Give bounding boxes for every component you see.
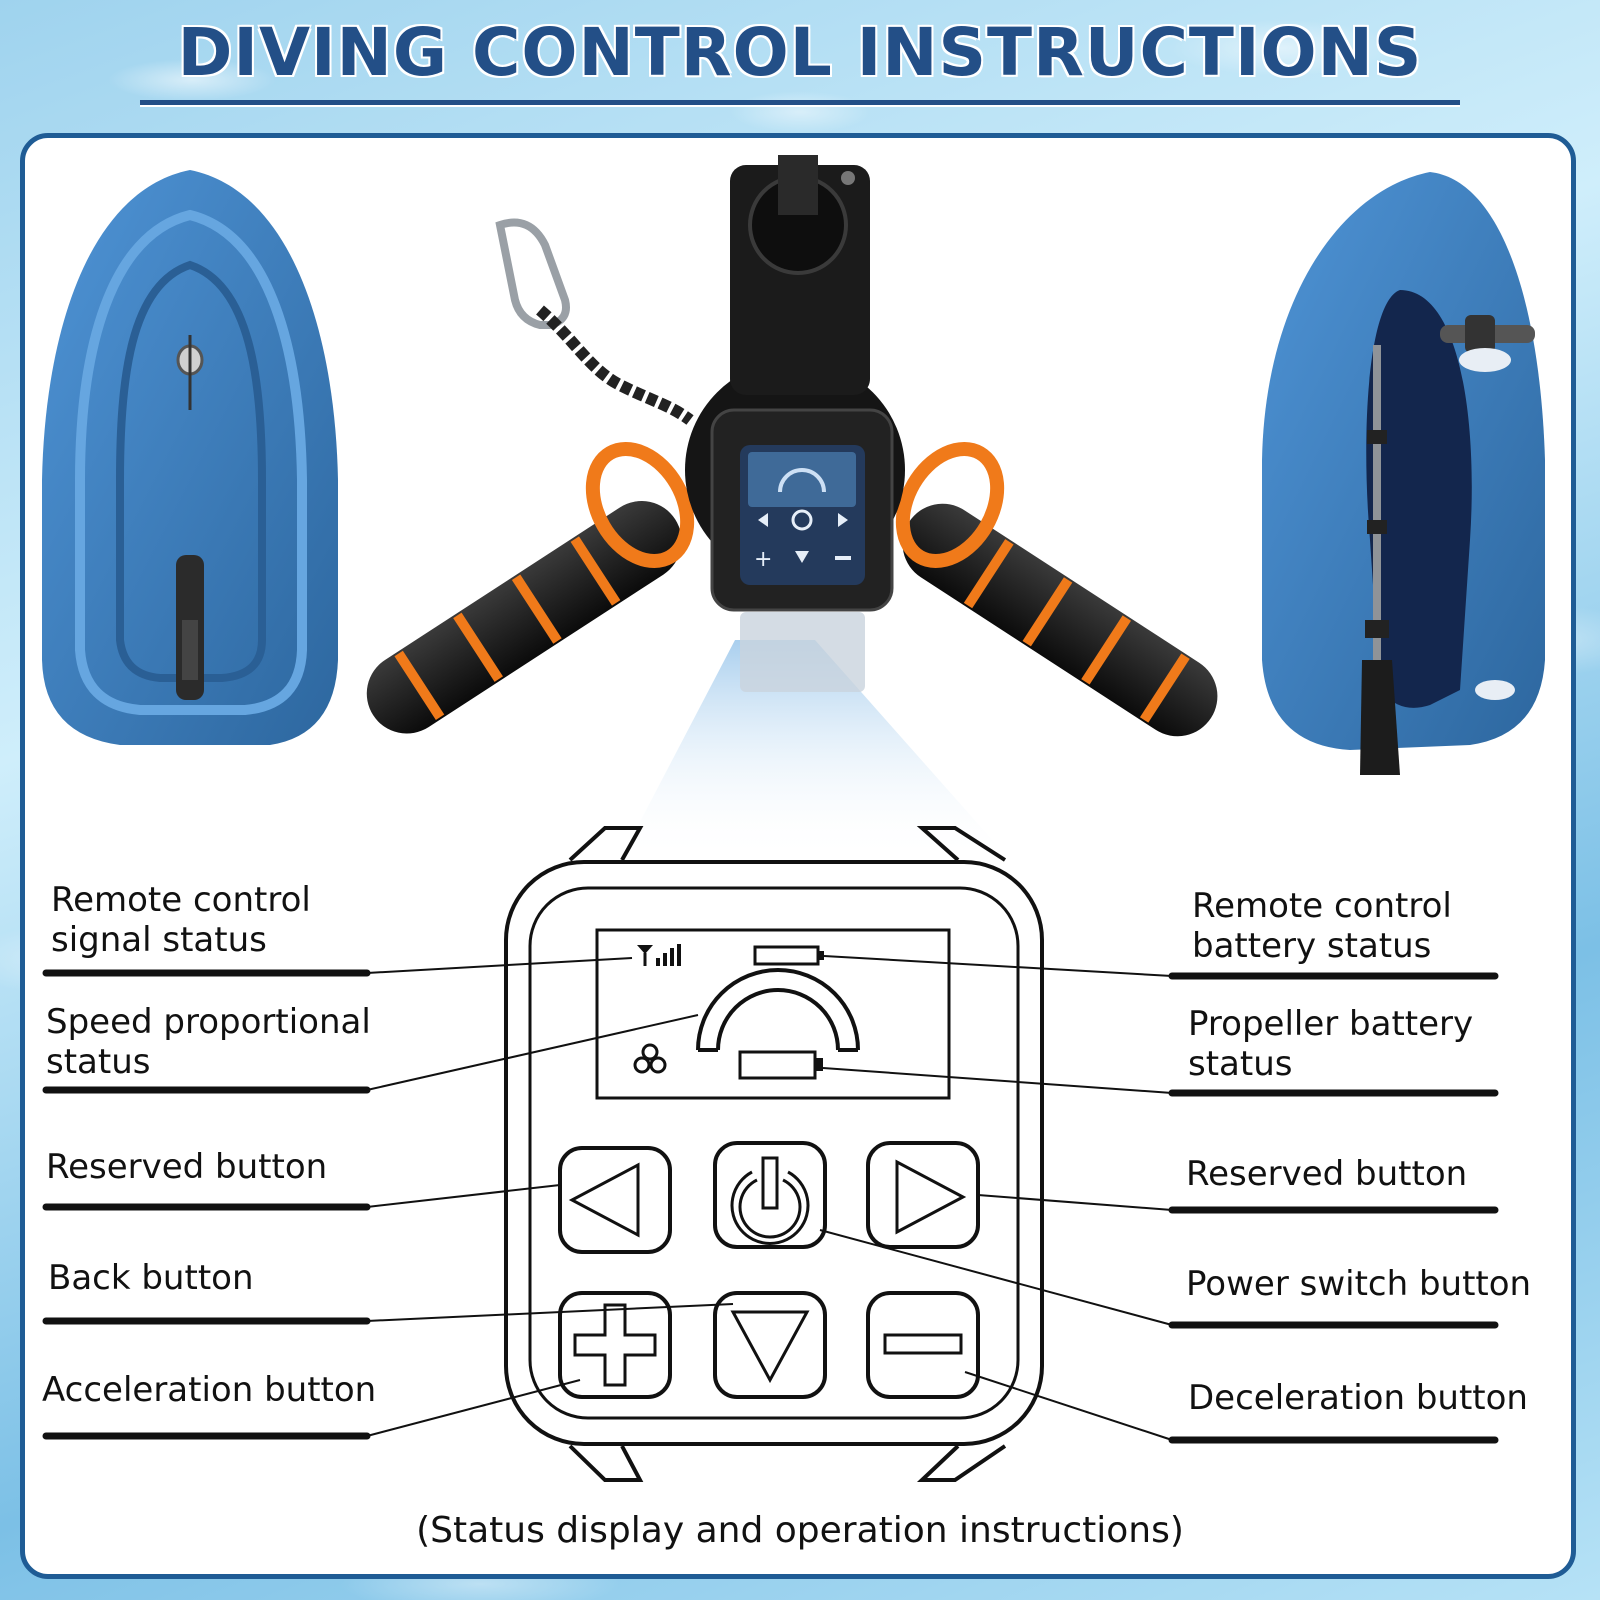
right-arrow-icon [895, 1159, 967, 1235]
label-reserved-right: Reserved button [1186, 1154, 1468, 1194]
left-arrow-button[interactable] [558, 1146, 672, 1254]
minus-icon [883, 1333, 963, 1355]
label-remote-signal-line1: Remote control [51, 880, 311, 920]
battery-icon [753, 945, 824, 966]
label-reserved-left: Reserved button [46, 1147, 328, 1187]
projection-beam [620, 640, 1010, 860]
label-propeller-line2: status [1188, 1044, 1293, 1084]
left-arrow-icon [568, 1162, 640, 1238]
plus-icon [573, 1303, 657, 1387]
leader-lines [366, 955, 1173, 1441]
label-remote-battery-line2: battery status [1192, 926, 1432, 966]
label-remote-battery-line1: Remote control [1192, 886, 1452, 926]
controller-photo: + [366, 155, 1218, 737]
right-board-photo [1262, 172, 1545, 775]
plus-button[interactable] [558, 1291, 672, 1399]
power-button[interactable] [713, 1141, 827, 1249]
minus-button[interactable] [866, 1291, 980, 1399]
propeller-battery-icon [738, 1050, 823, 1080]
label-speed-line2: status [46, 1042, 151, 1082]
label-acceleration: Acceleration button [42, 1370, 377, 1410]
power-icon [730, 1156, 810, 1245]
page-title: DIVING CONTROL INSTRUCTIONS [177, 14, 1423, 91]
left-board-photo [42, 170, 338, 745]
diagram-caption: (Status display and operation instructio… [416, 1510, 1184, 1551]
down-arrow-icon [730, 1310, 810, 1384]
speed-arc-icon [696, 968, 860, 1052]
label-remote-signal-line2: signal status [51, 920, 267, 960]
propeller-icon [633, 1043, 667, 1074]
title-underline [140, 100, 1460, 107]
signal-icon [637, 944, 681, 966]
down-arrow-button[interactable] [713, 1291, 827, 1399]
remote-outline-diagram [504, 826, 1044, 1482]
label-back: Back button [48, 1258, 254, 1298]
label-speed-line1: Speed proportional [46, 1002, 371, 1042]
label-deceleration: Deceleration button [1188, 1378, 1528, 1418]
svg-text:+: + [754, 547, 772, 572]
right-arrow-button[interactable] [866, 1141, 980, 1249]
label-power: Power switch button [1186, 1264, 1532, 1304]
label-propeller-line1: Propeller battery [1188, 1004, 1474, 1044]
label-underlines [42, 969, 1499, 1444]
